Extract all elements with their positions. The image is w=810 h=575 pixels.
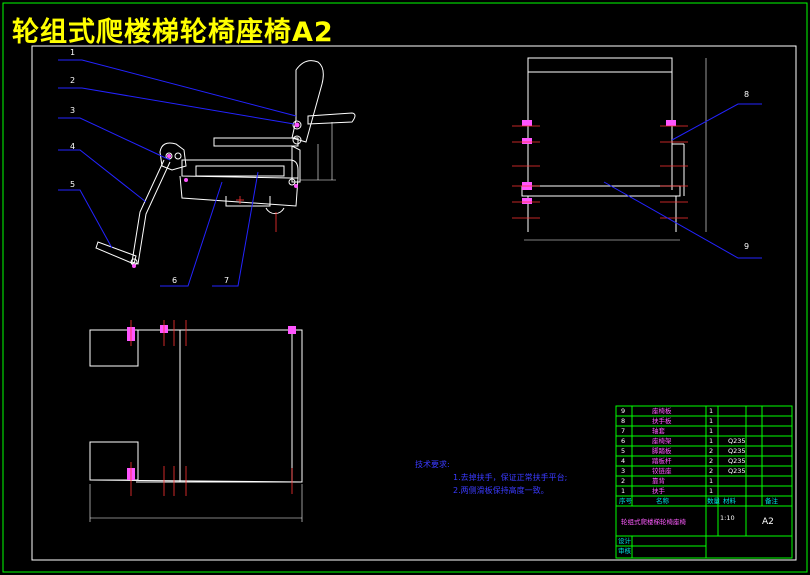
drawing-title: 轮组式爬楼梯轮椅座椅A2 xyxy=(12,17,334,48)
armrest-pad xyxy=(307,112,356,125)
inner-frame xyxy=(31,45,797,561)
footplate xyxy=(95,241,137,265)
tb-header-mat: 材料 xyxy=(723,497,736,505)
tb-header-note: 备注 xyxy=(765,497,778,505)
tb-scale: 1:10 xyxy=(720,514,735,522)
part-row-qty: 2 xyxy=(709,447,714,455)
top-view-centerlines xyxy=(130,320,293,496)
part-row-name: 座椅板 xyxy=(652,407,672,415)
part-row-qty: 1 xyxy=(709,427,714,435)
part-row-no: 8 xyxy=(621,417,626,425)
part-row-qty: 1 xyxy=(709,407,714,415)
part-row-no: 4 xyxy=(621,457,626,465)
callout-1: 1 xyxy=(70,48,76,57)
part-row-material: Q235 xyxy=(728,437,746,445)
part-row-no: 5 xyxy=(621,447,626,455)
part-row-qty: 1 xyxy=(709,417,714,425)
seat-frame xyxy=(181,159,299,179)
part-row-name: 踏板杆 xyxy=(652,457,672,465)
callout-4: 4 xyxy=(70,142,76,151)
part-row-material: Q235 xyxy=(728,447,746,455)
armrest-plate xyxy=(213,137,299,147)
part-row-qty: 2 xyxy=(709,457,714,465)
part-row-name: 铰链座 xyxy=(652,467,672,475)
tb-drawing-name: 轮组式爬楼梯轮椅座椅 xyxy=(621,518,686,526)
notes-line-1: 1.去掉扶手，保证正常扶手平台; xyxy=(453,473,568,482)
part-row-no: 1 xyxy=(621,487,626,495)
side-view xyxy=(95,60,356,266)
part-row-name: 扶手 xyxy=(652,487,665,495)
tb-sheet-size: A2 xyxy=(762,517,774,527)
part-row-material: Q235 xyxy=(728,457,746,465)
backrest-outline xyxy=(291,60,324,143)
part-row-qty: 1 xyxy=(709,477,714,485)
tb-designer: 设计 xyxy=(618,537,631,545)
seat-inner xyxy=(195,165,285,177)
hinge-bracket xyxy=(159,142,187,171)
back-rod xyxy=(291,145,301,183)
callout-6: 6 xyxy=(172,276,178,285)
side-view-markers xyxy=(132,122,300,268)
tb-checker: 审核 xyxy=(618,547,631,555)
part-row-no: 2 xyxy=(621,477,626,485)
notes-line-2: 2.两侧滑板保持高度一致。 xyxy=(453,486,549,495)
technical-requirements: 技术要求: 1.去掉扶手，保证正常扶手平台; 2.两侧滑板保持高度一致。 xyxy=(415,458,567,497)
front-view xyxy=(521,57,707,241)
part-row-name: 座椅架 xyxy=(652,437,672,445)
seat-mount xyxy=(225,196,271,207)
callout-8: 8 xyxy=(744,90,750,99)
part-row-no: 7 xyxy=(621,427,626,435)
part-row-name: 靠背 xyxy=(652,477,665,485)
top-view xyxy=(89,329,303,522)
part-row-no: 9 xyxy=(621,407,626,415)
part-row-no: 6 xyxy=(621,437,626,445)
front-view-centerlines xyxy=(512,125,688,219)
notes-heading: 技术要求: xyxy=(415,460,450,469)
part-row-no: 3 xyxy=(621,467,626,475)
part-row-name: 扶手板 xyxy=(652,417,672,425)
part-row-material: Q235 xyxy=(728,467,746,475)
part-row-qty: 2 xyxy=(709,467,714,475)
title-block-grid xyxy=(615,405,793,559)
side-leaders xyxy=(58,59,297,287)
callout-2: 2 xyxy=(70,76,76,85)
tb-header-no: 序号 xyxy=(619,497,632,505)
tb-header-name: 名称 xyxy=(656,497,669,505)
part-row-qty: 1 xyxy=(709,437,714,445)
part-row-name: 轴套 xyxy=(652,427,665,435)
part-row-qty: 1 xyxy=(709,487,714,495)
callout-3: 3 xyxy=(70,106,76,115)
front-view-markers xyxy=(522,120,676,204)
callout-7: 7 xyxy=(224,276,230,285)
callout-5: 5 xyxy=(70,180,76,189)
mount-arc xyxy=(265,207,285,215)
footrest-rod xyxy=(131,159,171,265)
tb-header-qty: 数量 xyxy=(707,497,720,505)
front-leaders xyxy=(603,103,762,259)
top-view-markers xyxy=(127,325,296,480)
part-row-name: 脚踏板 xyxy=(652,447,672,455)
seat-base xyxy=(179,175,299,207)
callout-9: 9 xyxy=(744,242,750,251)
